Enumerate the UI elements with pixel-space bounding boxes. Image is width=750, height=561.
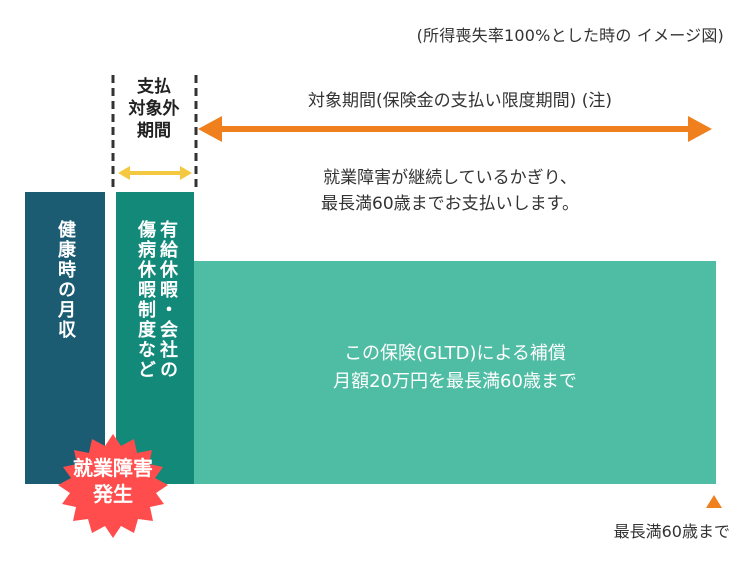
unpaid-period-arrow — [118, 166, 192, 180]
onset-label: 就業障害 発生 — [73, 456, 153, 506]
healthy-income-label: 健康時の月収 — [55, 220, 76, 340]
caption: (所得喪失率100%とした時の イメージ図) — [416, 26, 724, 45]
gltd-coverage-bar — [194, 261, 716, 484]
end-marker-label: 最長満60歳まで — [613, 522, 730, 541]
unpaid-period-label: 支払 対象外 期間 — [128, 77, 180, 141]
healthy-income-bar — [25, 192, 105, 484]
paid-leave-label: 有給休暇・会社の 傷病休暇制度など — [135, 220, 178, 380]
continuation-text: 就業障害が継続しているかぎり、 最長満60歳までお支払いします。 — [321, 168, 579, 214]
coverage-period-arrow — [198, 116, 712, 142]
coverage-period-label: 対象期間(保険金の支払い限度期間) (注) — [308, 91, 612, 111]
end-marker-triangle — [706, 495, 722, 508]
paid-leave-bar — [116, 192, 194, 484]
gltd-coverage-label: この保険(GLTD)による補償 月額20万円を最長満60歳まで — [333, 343, 577, 392]
onset-burst — [58, 434, 168, 538]
